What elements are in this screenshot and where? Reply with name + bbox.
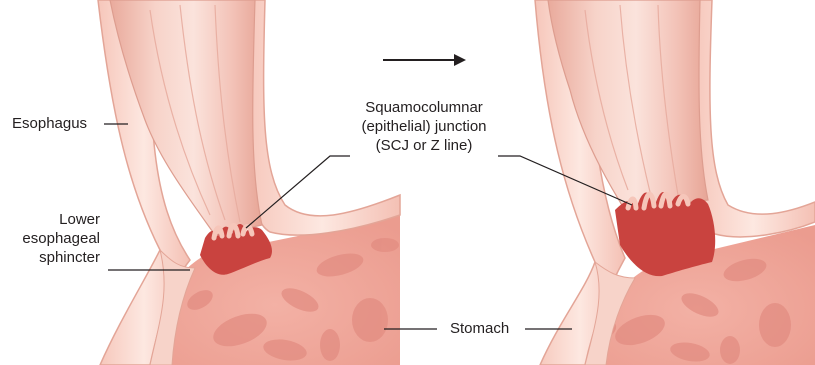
right-arrow-icon (383, 54, 466, 66)
sphincter-label-line-1: Lower (0, 210, 100, 229)
esophagus-wall-right-r (692, 0, 815, 237)
stomach-label-text: Stomach (450, 319, 509, 338)
sphincter-label-line-2: esophageal (0, 229, 100, 248)
junction-label-line-2: (epithelial) junction (340, 117, 508, 136)
displaced-junction-illustration (535, 0, 815, 365)
junction-label-line-1: Squamocolumnar (340, 98, 508, 117)
junction-label: Squamocolumnar (epithelial) junction (SC… (340, 98, 508, 155)
junction-label-line-3: (SCJ or Z line) (340, 136, 508, 155)
sphincter-label: Lower esophageal sphincter (0, 210, 100, 267)
esophagus-label-text: Esophagus (12, 114, 87, 133)
stomach-label: Stomach (450, 319, 509, 338)
normal-junction-illustration (98, 0, 400, 365)
esophagus-label: Esophagus (12, 114, 87, 133)
sphincter-label-line-3: sphincter (0, 248, 100, 267)
